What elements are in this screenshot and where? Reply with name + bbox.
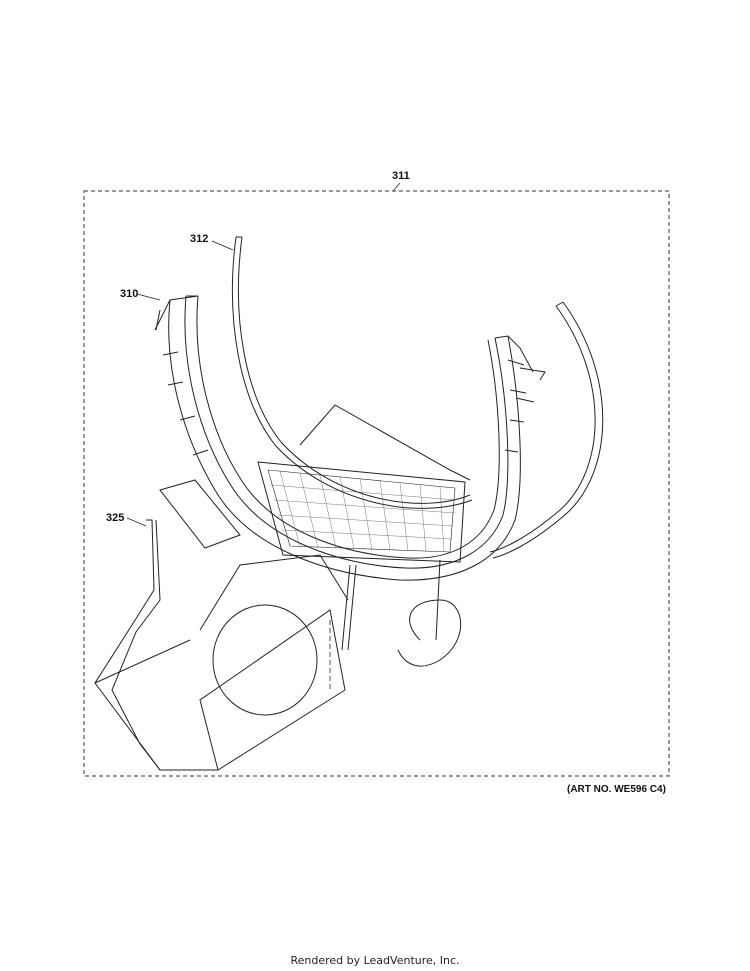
assembly-leader xyxy=(392,182,401,192)
callout-310: 310 xyxy=(120,288,139,300)
bulkhead-frame xyxy=(154,295,546,581)
callout-325: 325 xyxy=(106,512,125,524)
seal-leader xyxy=(211,240,234,251)
bulkhead-leader xyxy=(136,293,161,301)
art-number-label: (ART NO. WE596 C4) xyxy=(567,784,666,795)
callout-312: 312 xyxy=(190,233,209,245)
callout-311: 311 xyxy=(392,170,410,182)
duct-leader xyxy=(126,517,147,527)
blower-housing xyxy=(397,599,462,667)
outer-seal-arc xyxy=(489,301,604,559)
footer-credit: Rendered by LeadVenture, Inc. xyxy=(290,954,460,967)
lint-screen-grille xyxy=(257,461,466,563)
trap-duct xyxy=(94,479,441,771)
back-wedge-panel xyxy=(299,404,471,481)
upper-seal-strip xyxy=(231,236,473,509)
assembly-boundary xyxy=(83,190,670,777)
